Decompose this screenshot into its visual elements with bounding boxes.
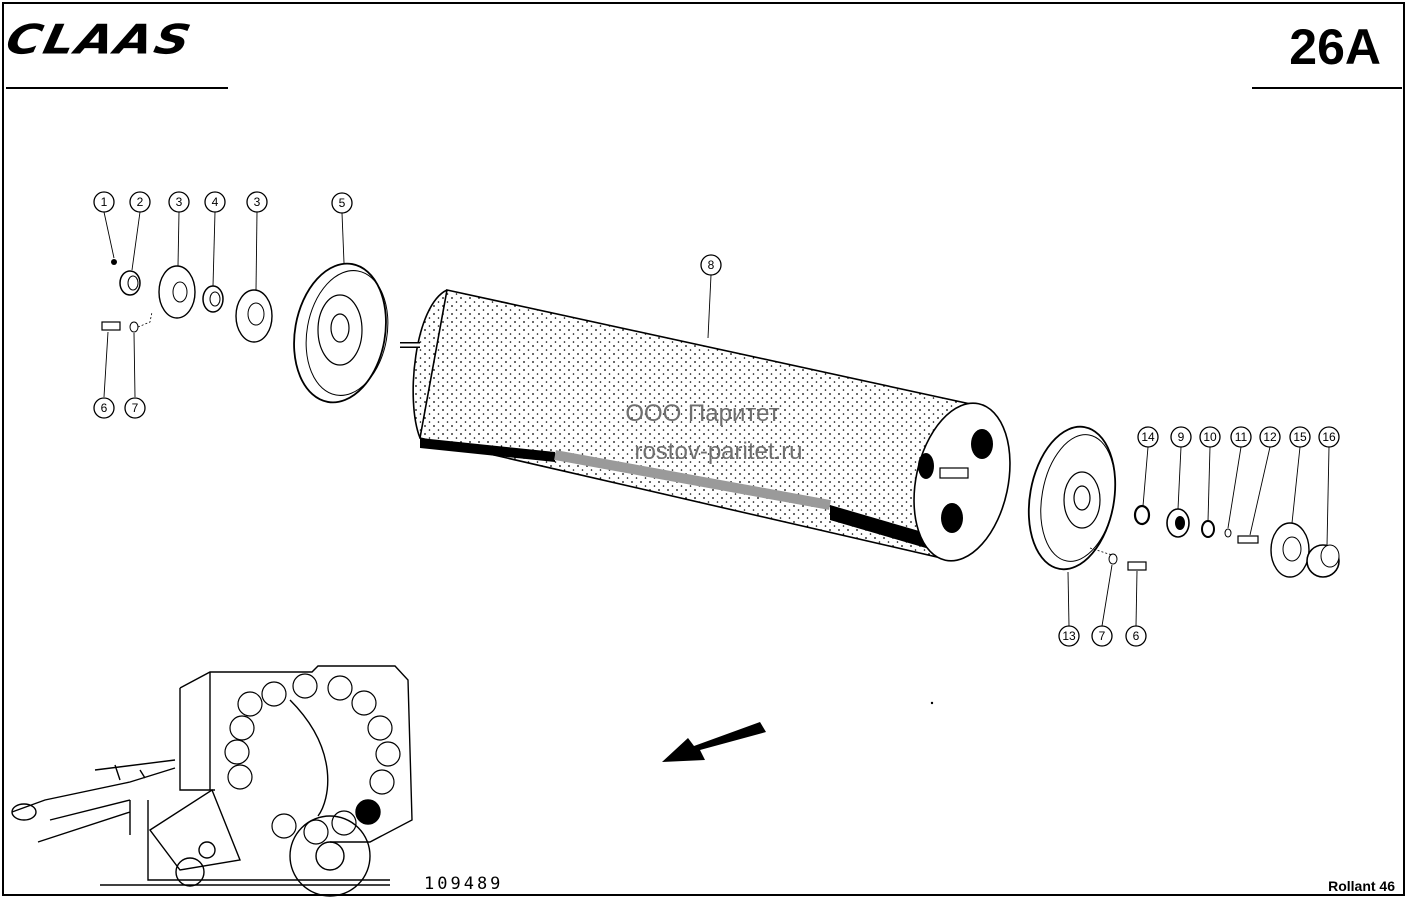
callout-5: 5 xyxy=(331,192,353,214)
callout-8: 8 xyxy=(700,254,722,276)
svg-text:7: 7 xyxy=(1099,629,1106,643)
callout-6: 6 xyxy=(93,397,115,419)
svg-text:10: 10 xyxy=(1203,430,1217,444)
svg-text:9: 9 xyxy=(1178,430,1185,444)
callout-7: 7 xyxy=(124,397,146,419)
svg-text:3: 3 xyxy=(176,195,183,209)
callout-6b: 6 xyxy=(1125,625,1147,647)
callout-4: 4 xyxy=(204,191,226,213)
svg-text:2: 2 xyxy=(137,195,144,209)
callout-3: 3 xyxy=(168,191,190,213)
roller-8 xyxy=(400,289,1011,562)
svg-text:1: 1 xyxy=(101,195,108,209)
svg-text:8: 8 xyxy=(708,258,715,272)
callout-10: 10 xyxy=(1199,426,1221,448)
flange-disc-5 xyxy=(293,262,389,404)
callout-3b: 3 xyxy=(246,191,268,213)
baler-overview-sketch xyxy=(11,665,413,897)
svg-text:5: 5 xyxy=(339,196,346,210)
svg-text:3: 3 xyxy=(254,195,261,209)
callout-2: 2 xyxy=(129,191,151,213)
svg-text:16: 16 xyxy=(1322,430,1336,444)
flange-disc-13 xyxy=(1027,425,1117,571)
svg-text:14: 14 xyxy=(1141,430,1155,444)
svg-text:6: 6 xyxy=(1133,629,1140,643)
right-small-parts xyxy=(1089,504,1340,578)
svg-text:15: 15 xyxy=(1293,430,1307,444)
callout-13: 13 xyxy=(1058,625,1080,647)
callout-7b: 7 xyxy=(1091,625,1113,647)
leader-lines xyxy=(103,211,1330,627)
page-number: 26A xyxy=(1289,19,1381,75)
svg-text:4: 4 xyxy=(212,195,219,209)
svg-text:6: 6 xyxy=(101,401,108,415)
callout-16: 16 xyxy=(1318,426,1340,448)
logo-underline xyxy=(6,87,228,89)
speck xyxy=(930,701,934,705)
direction-arrow-icon xyxy=(662,722,766,762)
svg-text:12: 12 xyxy=(1263,430,1277,444)
callout-9: 9 xyxy=(1170,426,1192,448)
page-number-underline xyxy=(1252,87,1402,89)
svg-text:13: 13 xyxy=(1062,629,1076,643)
callout-15: 15 xyxy=(1289,426,1311,448)
svg-text:7: 7 xyxy=(132,401,139,415)
left-small-parts xyxy=(101,259,273,343)
callout-1: 1 xyxy=(93,191,115,213)
drawing-number: 109489 xyxy=(424,874,504,894)
callout-14: 14 xyxy=(1137,426,1159,448)
callout-11: 11 xyxy=(1230,426,1252,448)
model-name: Rollant 46 xyxy=(1328,878,1395,894)
callout-12: 12 xyxy=(1259,426,1281,448)
svg-text:11: 11 xyxy=(1235,430,1248,444)
